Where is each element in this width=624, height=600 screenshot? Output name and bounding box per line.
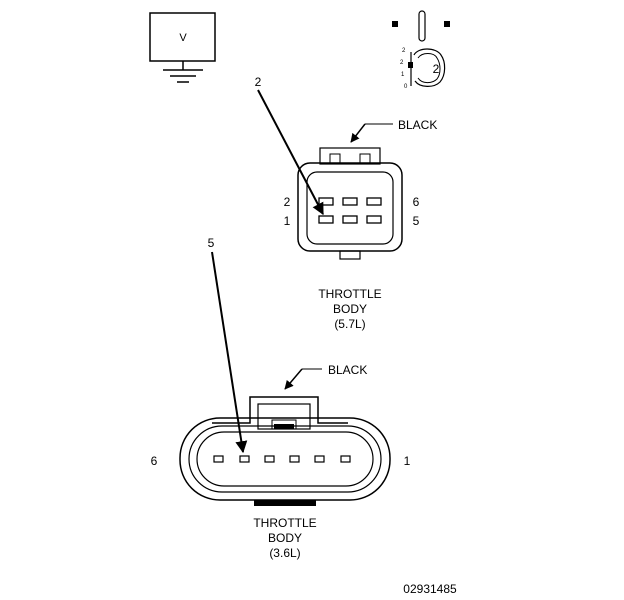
connector-3-6l: 5 BLACK 6 1 THROTTLE BODY (3.6L) [151, 236, 411, 560]
probe-scale-label: 2 [400, 60, 404, 66]
connector-key [254, 500, 316, 506]
terminal-cavity [314, 455, 325, 463]
color-pointer-5-7l [350, 123, 366, 143]
connector-latch [319, 147, 381, 165]
pin-label-top-left: 2 [284, 195, 291, 209]
terminal-cavity [342, 215, 358, 224]
callout-pin-number-3-6l: 5 [208, 236, 215, 250]
terminal-cavity [239, 455, 250, 463]
connector-5-7l: 2 BLACK 2 1 6 5 THROTTLE BODY (5.7L) [255, 75, 438, 331]
voltmeter-symbol: V [149, 12, 216, 83]
terminal-cavity [264, 455, 275, 463]
probe-key-icon: 2 2 2 1 0 [392, 10, 450, 90]
probe-scale-label: 0 [404, 84, 408, 90]
terminal-cavity [342, 197, 358, 206]
connector-shell [179, 417, 391, 501]
connector-caption-line: BODY [268, 531, 302, 545]
wire-color-label-5-7l: BLACK [398, 118, 437, 132]
wire-color-label-3-6l: BLACK [328, 363, 367, 377]
probe-callout-line-3-6l [211, 251, 248, 454]
probe-scale-label: 1 [401, 72, 405, 78]
pin-label-bottom-right: 5 [413, 214, 420, 228]
probe-scale-label: 2 [402, 48, 406, 54]
terminal-cavity [213, 455, 224, 463]
connector-shell [297, 162, 403, 252]
pin-label-left: 6 [151, 454, 158, 468]
figure-id: 02931485 [403, 582, 457, 596]
connector-caption-line: THROTTLE [318, 287, 381, 301]
connector-latch [212, 396, 348, 424]
probe-callout-line-5-7l [257, 89, 324, 216]
pin-label-top-right: 6 [413, 195, 420, 209]
connector-caption-line: BODY [333, 302, 367, 316]
probe-clip-icon [413, 48, 446, 87]
terminal-cavity [318, 197, 334, 206]
pin-label-bottom-left: 1 [284, 214, 291, 228]
terminal-cavity [366, 197, 382, 206]
terminal-cavity [289, 455, 300, 463]
connector-caption-line: (3.6L) [269, 546, 300, 560]
terminal-cavity [366, 215, 382, 224]
connector-key [339, 250, 361, 260]
terminal-cavity [340, 455, 351, 463]
probe-pin-icon [418, 10, 426, 42]
pin-label-right: 1 [404, 454, 411, 468]
connector-caption-line: (5.7L) [334, 317, 365, 331]
voltmeter-label: V [179, 32, 187, 44]
color-pointer-3-6l [284, 368, 303, 390]
connector-caption-line: THROTTLE [253, 516, 316, 530]
callout-pin-number-5-7l: 2 [255, 75, 262, 89]
probe-pin-number: 2 [433, 62, 440, 76]
terminal-cavity [318, 215, 334, 224]
